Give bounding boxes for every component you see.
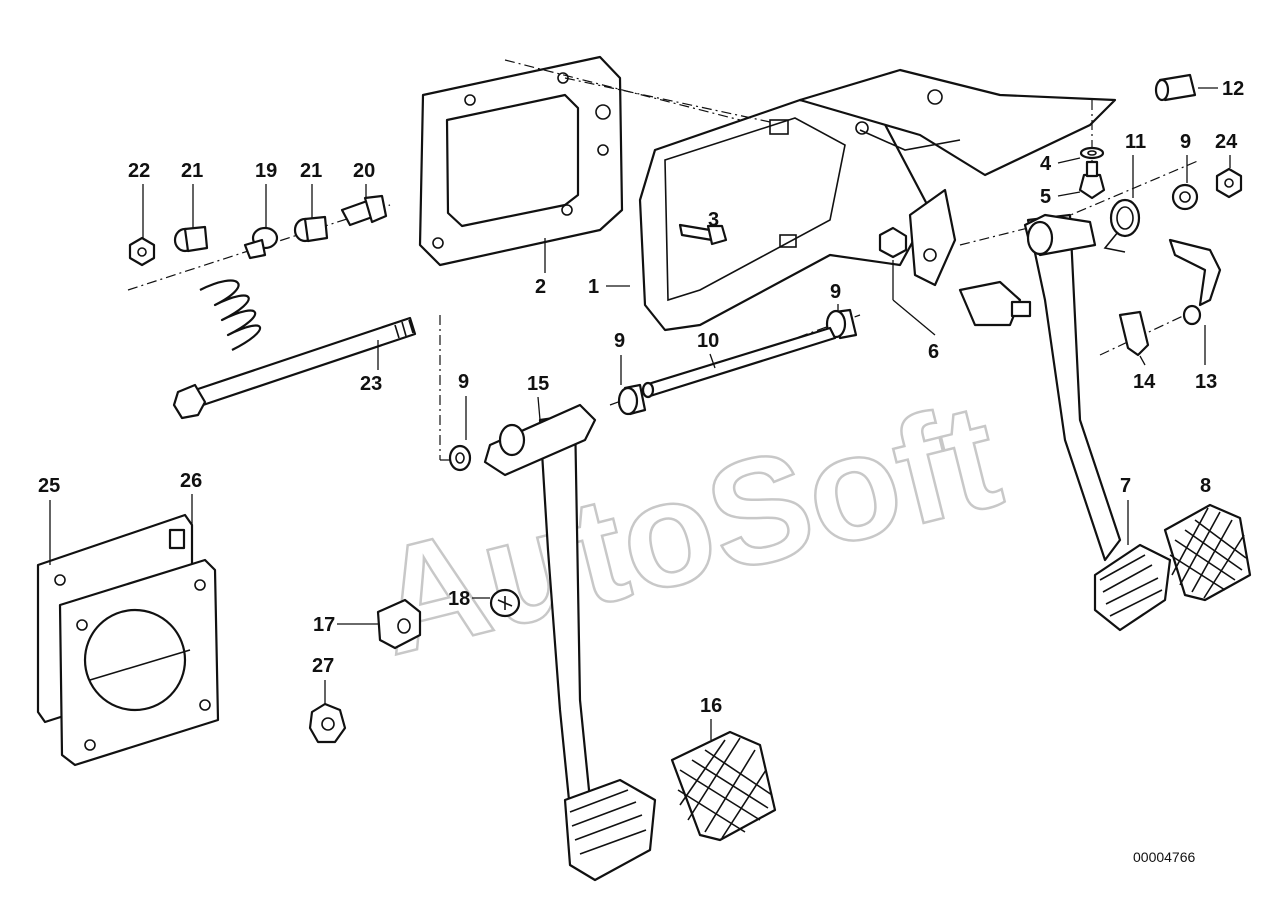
callout-11: 11	[1125, 131, 1146, 153]
part-20-pin	[340, 194, 388, 227]
part-2-gasket-plate	[418, 55, 624, 267]
callout-9a: 9	[458, 371, 469, 393]
part-5-bolt	[1078, 160, 1106, 200]
part-23-long-bolt	[172, 316, 417, 420]
callout-3: 3	[708, 209, 719, 231]
part-22-nut	[128, 236, 156, 267]
callout-2: 2	[535, 276, 546, 298]
callout-4: 4	[1040, 153, 1052, 175]
callout-20: 20	[353, 160, 375, 182]
callout-9c: 9	[830, 281, 841, 303]
callout-18: 18	[448, 588, 470, 610]
part-14-clip	[1118, 310, 1150, 357]
callout-7: 7	[1120, 475, 1131, 497]
callout-24: 24	[1215, 131, 1238, 153]
part-21-bushing-b	[293, 215, 329, 243]
callout-12: 12	[1222, 78, 1244, 100]
callout-10: 10	[697, 330, 719, 352]
callout-13: 13	[1195, 371, 1217, 393]
part-9-bushing-b	[617, 383, 647, 416]
callout-21a: 21	[181, 160, 203, 182]
part-9-bushing-a	[448, 444, 472, 472]
part-11-return-spring	[1103, 198, 1141, 253]
part-1-pedal-bracket	[638, 68, 1117, 332]
drawing-number: 00004766	[1133, 849, 1196, 865]
part-8-pedal-pad-right	[1163, 503, 1252, 602]
part-9-bushing-d	[1171, 183, 1199, 211]
callout-5: 5	[1040, 186, 1051, 208]
part-6-brake-light-switch	[878, 226, 1032, 327]
part-7-pedal-arm-right	[1023, 213, 1172, 632]
callout-15: 15	[527, 373, 549, 395]
part-4-washer	[1079, 146, 1105, 160]
part-15-pedal-arm-left	[483, 403, 657, 882]
callout-19: 19	[255, 160, 277, 182]
part-21-bushing-a	[173, 225, 209, 253]
part-17-rubber-stop	[376, 598, 422, 650]
part-26-flange-plate	[58, 558, 220, 767]
callout-21b: 21	[300, 160, 322, 182]
callout-9d: 9	[1180, 131, 1191, 153]
part-13-pin	[1168, 238, 1222, 326]
watermark: AutoSoft	[360, 370, 1015, 686]
callout-1: 1	[588, 276, 599, 298]
callout-23: 23	[360, 373, 382, 395]
part-19-coil-spring	[199, 226, 279, 351]
callout-16: 16	[700, 695, 722, 717]
part-12-sleeve	[1154, 73, 1197, 102]
part-16-pedal-pad-left	[670, 730, 777, 842]
part-24-nut	[1215, 167, 1243, 199]
callout-14: 14	[1133, 371, 1156, 393]
callout-8: 8	[1200, 475, 1211, 497]
callout-9b: 9	[614, 330, 625, 352]
callout-27: 27	[312, 655, 334, 677]
callout-26: 26	[180, 470, 202, 492]
callout-22: 22	[128, 160, 150, 182]
part-3-bolt	[678, 223, 728, 246]
part-10-pivot-shaft	[641, 326, 837, 399]
part-27-flange-nut	[308, 702, 347, 744]
callout-25: 25	[38, 475, 60, 497]
callout-6: 6	[928, 341, 939, 363]
callout-17: 17	[313, 614, 335, 636]
part-18-plug	[489, 588, 521, 618]
